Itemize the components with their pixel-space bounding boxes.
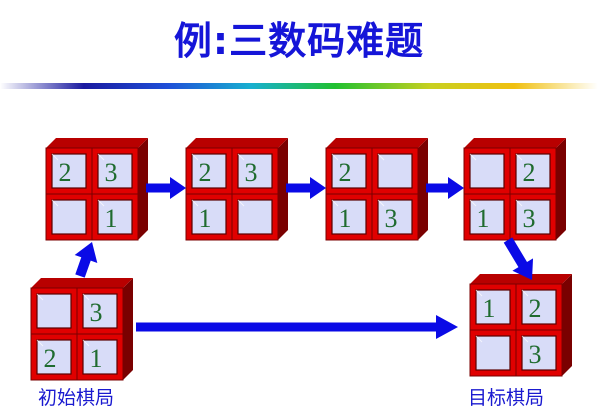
tile-cell: 3 bbox=[509, 193, 557, 241]
board-step3: 2 1 3 bbox=[325, 138, 428, 241]
tile-cell: 2 bbox=[45, 147, 93, 195]
tile-number: 1 bbox=[339, 204, 352, 233]
tile-cell bbox=[45, 193, 93, 241]
tile-cell: 2 bbox=[515, 283, 563, 331]
tile-cell bbox=[231, 193, 279, 241]
tile-cell: 1 bbox=[469, 283, 517, 331]
board-step2: 2 3 1 bbox=[185, 138, 288, 241]
arrow-step3-to-step4 bbox=[426, 177, 464, 199]
tile-cell: 1 bbox=[91, 193, 139, 241]
goal-state-label: 目标棋局 bbox=[468, 387, 545, 409]
tile-cell bbox=[463, 147, 511, 195]
tile-number: 3 bbox=[385, 204, 398, 233]
tile-number: 2 bbox=[44, 344, 57, 373]
tile-number: 3 bbox=[105, 158, 118, 187]
board-start: 3 2 1 bbox=[30, 278, 133, 381]
tile-cell: 3 bbox=[515, 329, 563, 377]
tile-cell: 1 bbox=[185, 193, 233, 241]
tile-number: 2 bbox=[199, 158, 212, 187]
tile-number: 1 bbox=[199, 204, 212, 233]
tile-cell bbox=[469, 329, 517, 377]
start-state-label: 初始棋局 bbox=[38, 387, 115, 409]
arrow-start-to-goal bbox=[136, 315, 458, 339]
board-step4: 2 1 3 bbox=[463, 138, 566, 241]
tile-cell: 2 bbox=[325, 147, 373, 195]
board-goal: 1 2 3 bbox=[469, 274, 572, 377]
arrow-step2-to-step3 bbox=[286, 177, 326, 199]
tile-cell: 3 bbox=[371, 193, 419, 241]
tile-number: 2 bbox=[529, 294, 542, 323]
tile-number: 1 bbox=[90, 344, 103, 373]
tile-number: 1 bbox=[105, 204, 118, 233]
rainbow-divider bbox=[0, 83, 598, 89]
tile-number: 3 bbox=[523, 204, 536, 233]
arrow-step4-to-goal bbox=[503, 237, 534, 280]
arrow-step1-to-step2 bbox=[146, 177, 186, 199]
tile-cell: 3 bbox=[76, 287, 124, 335]
tile-cell: 2 bbox=[185, 147, 233, 195]
tile-number: 3 bbox=[90, 298, 103, 327]
board-step1: 2 3 1 bbox=[45, 138, 148, 241]
tile-cell: 2 bbox=[30, 333, 78, 381]
tile-number: 2 bbox=[523, 158, 536, 187]
tile-number: 1 bbox=[477, 204, 490, 233]
tile-cell: 1 bbox=[76, 333, 124, 381]
tile-cell: 1 bbox=[325, 193, 373, 241]
tile-cell: 3 bbox=[231, 147, 279, 195]
tile-number: 2 bbox=[339, 158, 352, 187]
page-title: 例:三数码难题 bbox=[173, 19, 425, 63]
tile-cell: 2 bbox=[509, 147, 557, 195]
arrow-start-to-step1 bbox=[74, 242, 98, 278]
tile-cell bbox=[30, 287, 78, 335]
tile-cell: 3 bbox=[91, 147, 139, 195]
tile-number: 3 bbox=[529, 340, 542, 369]
tile-number: 3 bbox=[245, 158, 258, 187]
tile-cell: 1 bbox=[463, 193, 511, 241]
tile-number: 2 bbox=[59, 158, 72, 187]
tile-number: 1 bbox=[483, 294, 496, 323]
tile-cell bbox=[371, 147, 419, 195]
